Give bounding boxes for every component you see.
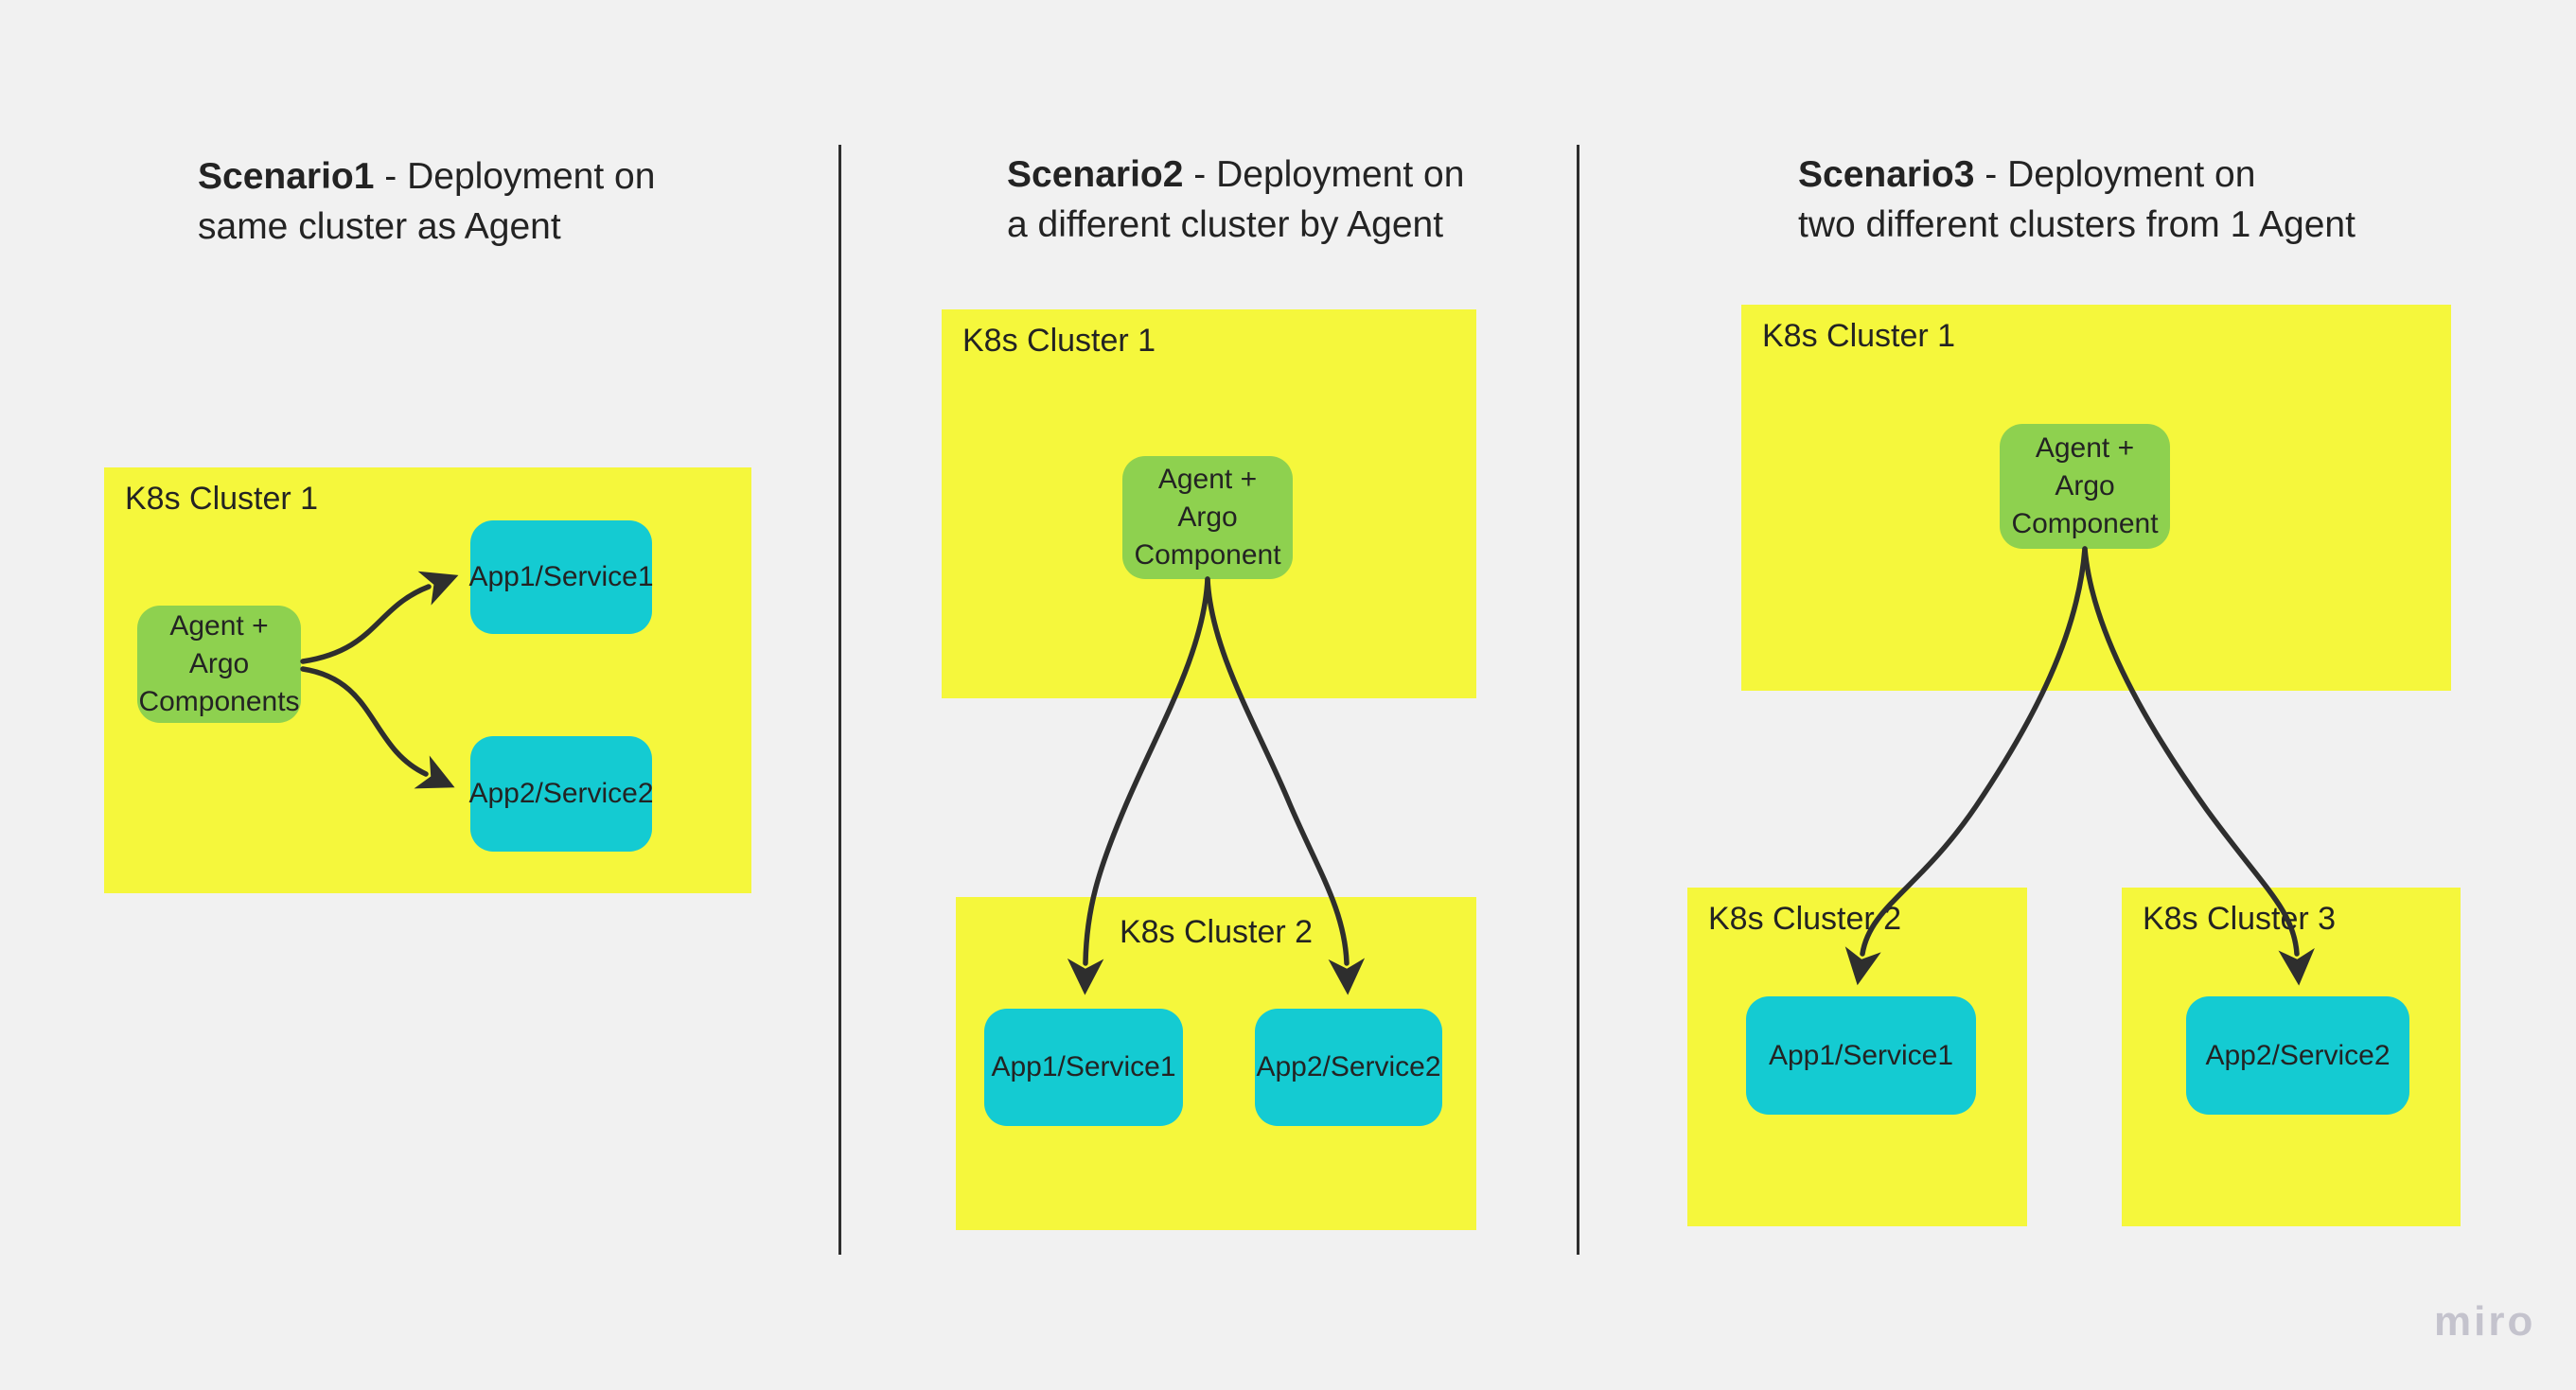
s1-app1-node[interactable]: App1/Service1 xyxy=(468,520,654,634)
scenario2-title-rest: - Deployment on xyxy=(1183,154,1465,195)
scenario3-title-rest: - Deployment on xyxy=(1974,154,2256,195)
scenario3-title[interactable]: Scenario3 - Deployment on two different … xyxy=(1798,150,2355,250)
s2-app2-node[interactable]: App2/Service2 xyxy=(1255,1009,1442,1126)
s3-agent-node[interactable]: Agent + Argo Component xyxy=(2000,424,2170,549)
s3-cluster2-label: K8s Cluster 2 xyxy=(1708,901,1902,937)
s1-app2-node[interactable]: App2/Service2 xyxy=(468,736,654,852)
scenario1-title[interactable]: Scenario1 - Deployment on same cluster a… xyxy=(198,151,655,252)
scenario2-title-line2: a different cluster by Agent xyxy=(1007,204,1444,245)
miro-watermark: miro xyxy=(2434,1298,2536,1345)
s3-cluster3-label: K8s Cluster 3 xyxy=(2143,901,2337,937)
scenario2-title-bold: Scenario2 xyxy=(1007,154,1184,195)
scenario1-title-rest: - Deployment on xyxy=(374,156,656,197)
s2-agent-line2: Argo xyxy=(1177,501,1238,533)
s2-app1-node[interactable]: App1/Service1 xyxy=(984,1009,1183,1126)
scenario-divider-1[interactable] xyxy=(838,145,841,1255)
s2-agent-line3: Component xyxy=(1134,539,1281,571)
scenario-divider-2[interactable] xyxy=(1577,145,1579,1255)
s2-agent-node[interactable]: Agent + Argo Component xyxy=(1122,456,1293,579)
s2-cluster1-label: K8s Cluster 1 xyxy=(962,323,1156,359)
s2-cluster2-label: K8s Cluster 2 xyxy=(1119,914,1314,950)
scenario1-title-line2: same cluster as Agent xyxy=(198,206,561,247)
scenario3-title-bold: Scenario3 xyxy=(1798,154,1975,195)
s1-app2-label: App2/Service2 xyxy=(468,778,654,809)
s3-app1-label: App1/Service1 xyxy=(1768,1039,1954,1071)
s1-agent-line1: Agent + Argo xyxy=(169,610,269,679)
scenario1-title-bold: Scenario1 xyxy=(198,156,375,197)
s3-app2-label: App2/Service2 xyxy=(2205,1039,2391,1071)
s1-cluster1-label: K8s Cluster 1 xyxy=(125,481,319,517)
s2-app1-label: App1/Service1 xyxy=(991,1051,1176,1082)
s1-app1-label: App1/Service1 xyxy=(468,561,654,592)
s3-app2-node[interactable]: App2/Service2 xyxy=(2186,996,2409,1115)
s3-app1-node[interactable]: App1/Service1 xyxy=(1746,996,1976,1115)
s1-agent-node[interactable]: Agent + Argo Components xyxy=(137,606,301,723)
s3-cluster1-label: K8s Cluster 1 xyxy=(1762,318,1956,354)
scenario2-title[interactable]: Scenario2 - Deployment on a different cl… xyxy=(1007,150,1464,250)
s3-agent-line2: Argo xyxy=(2055,470,2115,501)
s2-app2-label: App2/Service2 xyxy=(1256,1051,1441,1082)
s2-agent-line1: Agent + xyxy=(1157,464,1258,495)
s1-agent-line2: Components xyxy=(138,686,300,717)
s3-agent-line3: Component xyxy=(2011,508,2159,539)
scenario3-title-line2: two different clusters from 1 Agent xyxy=(1798,204,2355,245)
s3-agent-line1: Agent + xyxy=(2035,432,2135,464)
